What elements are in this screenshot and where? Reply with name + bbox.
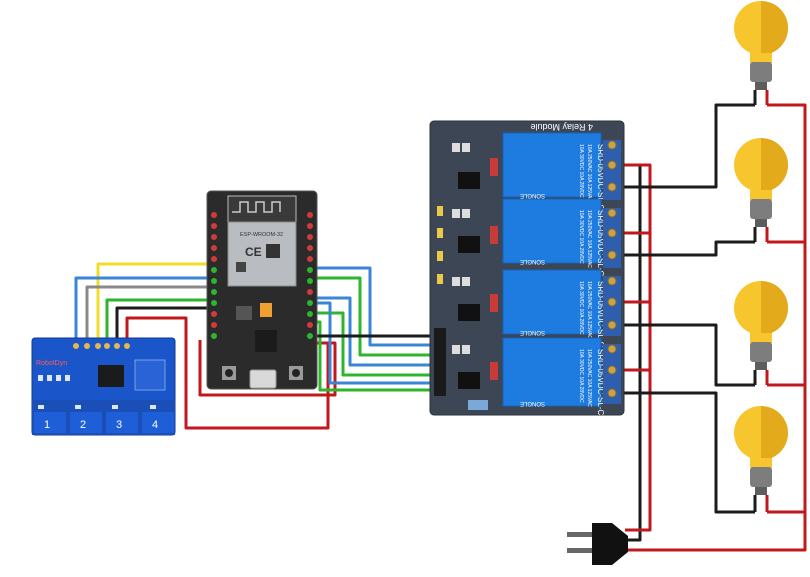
- touch-pad-2[interactable]: 2: [70, 412, 102, 433]
- esp32-regulator: [236, 306, 252, 320]
- wire-blue-relay-3: [310, 301, 442, 385]
- esp32-module-shield: [227, 221, 297, 287]
- relay-3-model: SRD-05VDC-SL-C: [596, 281, 605, 347]
- relay-1-brand: SONGLE: [520, 192, 545, 198]
- relay-1-rating-2: 10A 30VDC 10A 28VDC: [578, 144, 584, 198]
- relay-2-rating-1: 10A 250VAC 10A 125VAC: [586, 210, 592, 268]
- wire-blue-relay-1: [310, 266, 442, 347]
- bulb-2: [734, 138, 788, 242]
- wire-red-touch: [125, 316, 330, 430]
- esp32-left-pins: [211, 212, 217, 339]
- relay-4-rating-1: 10A 250VAC 10A 125VAC: [586, 349, 592, 407]
- esp32-module-label: ESP-WROOM-32: [240, 232, 283, 238]
- wire-green-relay-2: [310, 311, 442, 377]
- relay-2: SRD-05VDC-SL-C 10A 250VAC 10A 125VAC 10A…: [502, 198, 605, 276]
- plug-icon: [567, 523, 628, 565]
- svg-text:3: 3: [116, 419, 122, 431]
- esp32-chip: [255, 330, 277, 352]
- esp32-boot-button[interactable]: [289, 366, 303, 380]
- relay-3: SRD-05VDC-SL-C 10A 250VAC 10A 125VAC 10A…: [502, 269, 605, 347]
- touch-header-pins: [73, 343, 130, 349]
- relay-1: SRD-05VDC-SL-C 10A 250VAC 10A 125VAC 10A…: [502, 132, 605, 210]
- wire-green-touch: [105, 298, 216, 343]
- svg-text:1: 1: [44, 419, 50, 431]
- relay-module: 4 Relay Module SRD-05VDC-SL-C 10A 250VAC…: [429, 120, 625, 416]
- bulb-3: [734, 281, 788, 385]
- relay-screw-terminals: [603, 140, 621, 404]
- wire-black-bulb-2: [613, 240, 755, 257]
- bulb-1: [734, 1, 788, 105]
- wire-black-bulb-3: [613, 323, 755, 387]
- relay-4-model: SRD-05VDC-SL-C: [596, 349, 605, 415]
- relay-input-header: [434, 328, 446, 396]
- wire-black-bulb-1: [613, 103, 755, 189]
- relay-driver-components: [437, 143, 498, 410]
- wire-red-com-1: [613, 163, 652, 532]
- relay-3-brand: SONGLE: [520, 329, 545, 335]
- esp32-en-button[interactable]: [222, 366, 236, 380]
- wires: [74, 103, 807, 552]
- relay-3-rating-1: 10A 250VAC 10A 125VAC: [586, 281, 592, 339]
- wire-red-mains: [625, 103, 807, 552]
- touch-pad-1[interactable]: 1: [34, 412, 66, 433]
- relay-2-model: SRD-05VDC-SL-C: [596, 210, 605, 276]
- touch-pad-4[interactable]: 4: [142, 412, 174, 433]
- wire-blue-touch: [74, 276, 216, 343]
- touch-ic-chip: [98, 365, 124, 387]
- wire-blue-relay-2: [310, 296, 442, 367]
- relay-3-rating-2: 10A 30VDC 10A 28VDC: [578, 281, 584, 335]
- relay-4-brand: SONGLE: [520, 400, 545, 406]
- wire-red-esp-vin: [198, 340, 337, 397]
- esp32-right-pins: [307, 212, 313, 339]
- wire-black-bulb-4: [613, 391, 755, 514]
- relay-4: SRD-05VDC-SL-C 10A 250VAC 10A 125VAC 10A…: [502, 337, 605, 415]
- relay-1-model: SRD-05VDC-SL-C: [596, 144, 605, 210]
- wire-green-relay-1: [310, 276, 442, 357]
- svg-text:4: 4: [152, 419, 158, 431]
- relay-4-rating-2: 10A 30VDC 10A 28VDC: [578, 349, 584, 403]
- usb-port-icon: [249, 369, 277, 389]
- relay-2-rating-2: 10A 30VDC 10A 28VDC: [578, 210, 584, 264]
- esp32-board: ESP-WROOM-32 CE: [206, 190, 318, 390]
- relay-module-title: 4 Relay Module: [530, 122, 593, 132]
- touch-pad-3[interactable]: 3: [106, 412, 138, 433]
- relay-2-brand: SONGLE: [520, 258, 545, 264]
- svg-text:2: 2: [80, 419, 86, 431]
- relay-1-rating-1: 10A 250VAC 10A 125VAC: [586, 144, 592, 202]
- bulb-4: [734, 406, 788, 512]
- touch-sensor-board: RobotDyn 1 2 3 4: [31, 337, 176, 436]
- esp32-antenna: [227, 195, 297, 223]
- esp32-ce-mark: CE: [245, 245, 262, 259]
- touch-brand: RobotDyn: [36, 360, 67, 367]
